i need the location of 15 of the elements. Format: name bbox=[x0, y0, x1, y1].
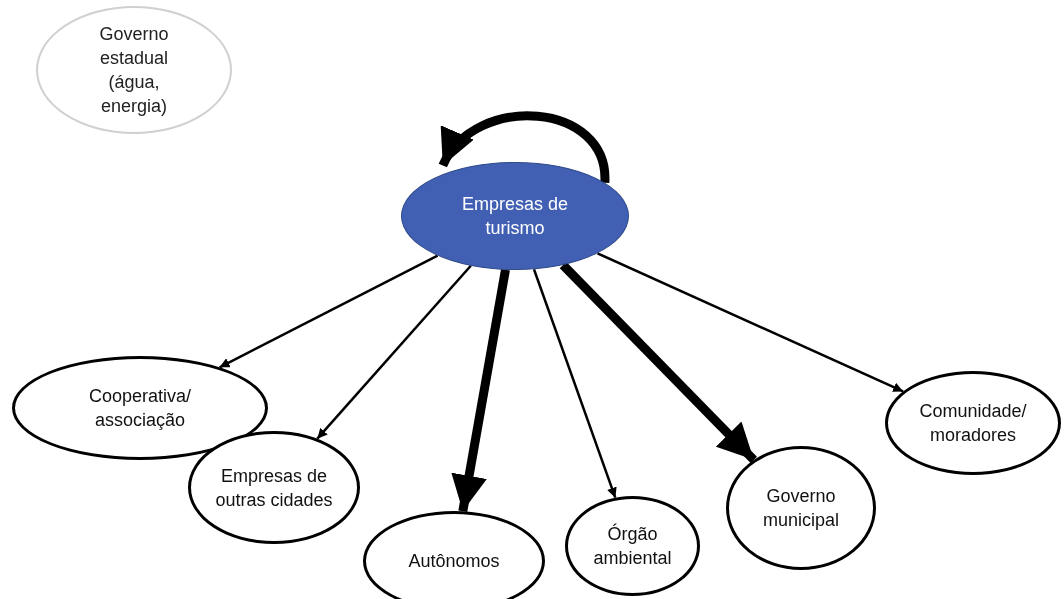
node-label: Governo estadual (água, energia) bbox=[98, 23, 170, 118]
node-label: Órgão ambiental bbox=[592, 522, 673, 570]
node-label: Governo municipal bbox=[761, 485, 840, 532]
node-label: Comunidade/ moradores bbox=[918, 400, 1028, 447]
node-label: Cooperativa/ associação bbox=[87, 385, 193, 432]
node-label: Empresas de outras cidades bbox=[214, 464, 334, 512]
arrow bbox=[219, 254, 439, 369]
node-label: Empresas de turismo bbox=[460, 193, 570, 240]
arrow bbox=[532, 268, 617, 499]
arrow bbox=[451, 269, 510, 512]
arrow bbox=[438, 111, 610, 184]
arrow bbox=[316, 264, 472, 440]
arrow bbox=[559, 261, 757, 463]
node-label: Autônomos bbox=[408, 550, 500, 573]
arrow bbox=[596, 252, 904, 393]
